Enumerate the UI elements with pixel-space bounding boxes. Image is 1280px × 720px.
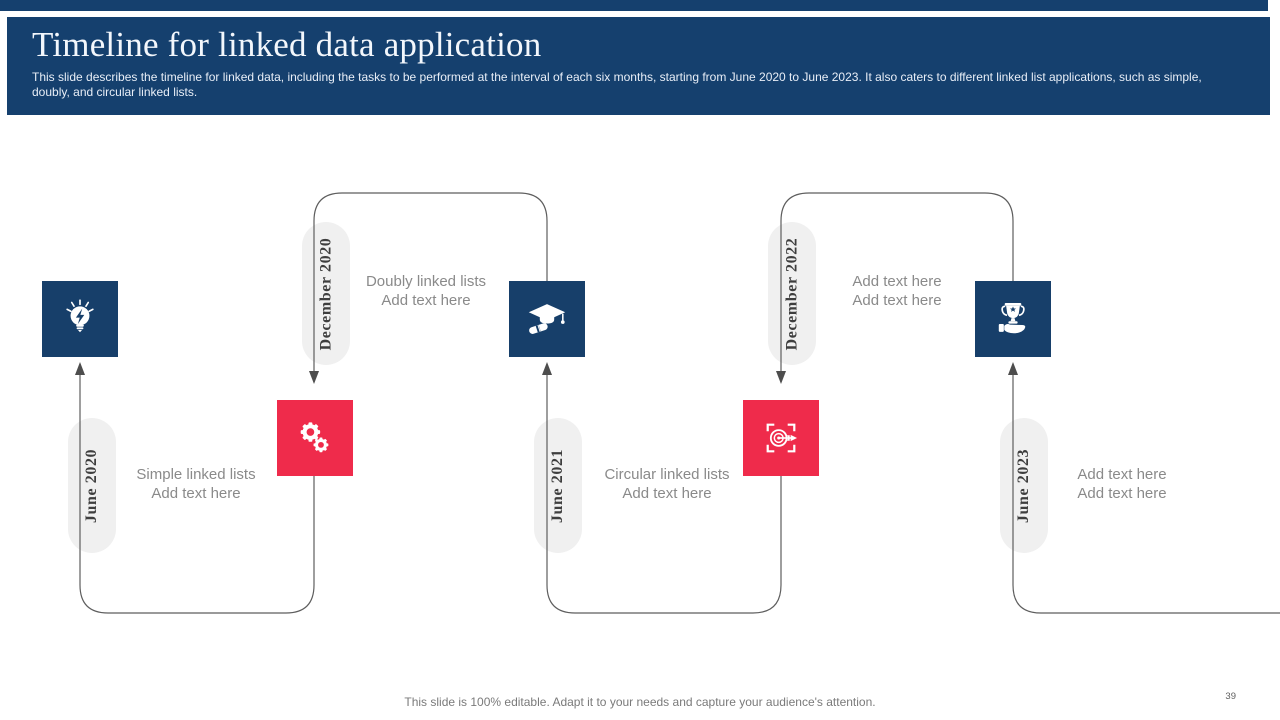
trophy-hand-icon bbox=[998, 302, 1026, 334]
lightbulb-icon bbox=[66, 299, 94, 333]
gears-icon bbox=[300, 422, 329, 453]
date-label: December 2020 bbox=[317, 237, 334, 350]
top-accent-bar bbox=[0, 0, 1268, 11]
milestone-icon-tile bbox=[509, 281, 585, 357]
text-line-1: Simple linked lists bbox=[136, 466, 256, 483]
milestone-text: Doubly linked lists Add text here bbox=[346, 273, 506, 310]
text-line-2: Add text here bbox=[1077, 484, 1167, 502]
text-line-1: Circular linked lists bbox=[604, 466, 730, 483]
header-banner: Timeline for linked data application Thi… bbox=[7, 17, 1270, 115]
milestone-text: Simple linked lists Add text here bbox=[116, 466, 276, 503]
date-label: June 2021 bbox=[549, 448, 566, 523]
text-line-1: Doubly linked lists bbox=[365, 273, 487, 290]
date-label: June 2020 bbox=[83, 448, 100, 523]
milestone-icon-tile bbox=[975, 281, 1051, 357]
date-pill: June 2023 bbox=[1000, 418, 1048, 553]
page-description: This slide describes the timeline for li… bbox=[32, 70, 1202, 99]
text-line-1: Add text here bbox=[852, 273, 942, 290]
date-pill: December 2022 bbox=[768, 222, 816, 365]
text-line-2: Add text here bbox=[852, 291, 942, 309]
footer-note: This slide is 100% editable. Adapt it to… bbox=[404, 695, 876, 709]
milestone-icon-tile bbox=[743, 400, 819, 476]
text-line-2: Add text here bbox=[381, 291, 471, 309]
milestone-text: Add text here Add text here bbox=[817, 273, 977, 310]
milestone-text: Add text here Add text here bbox=[1042, 466, 1202, 503]
milestone-text: Circular linked lists Add text here bbox=[587, 466, 747, 503]
page-title: Timeline for linked data application bbox=[32, 25, 542, 64]
date-pill: June 2021 bbox=[534, 418, 582, 553]
milestone-icon-tile bbox=[277, 400, 353, 476]
text-line-2: Add text here bbox=[151, 484, 241, 502]
date-label: December 2022 bbox=[783, 237, 800, 350]
target-icon bbox=[766, 423, 798, 453]
page-number: 39 bbox=[1225, 691, 1236, 702]
date-pill: December 2020 bbox=[302, 222, 350, 365]
date-pill: June 2020 bbox=[68, 418, 116, 553]
text-line-1: Add text here bbox=[1077, 466, 1167, 483]
graduation-cap-icon bbox=[528, 304, 566, 334]
date-label: June 2023 bbox=[1015, 448, 1032, 523]
milestone-icon-tile bbox=[42, 281, 118, 357]
text-line-2: Add text here bbox=[622, 484, 712, 502]
